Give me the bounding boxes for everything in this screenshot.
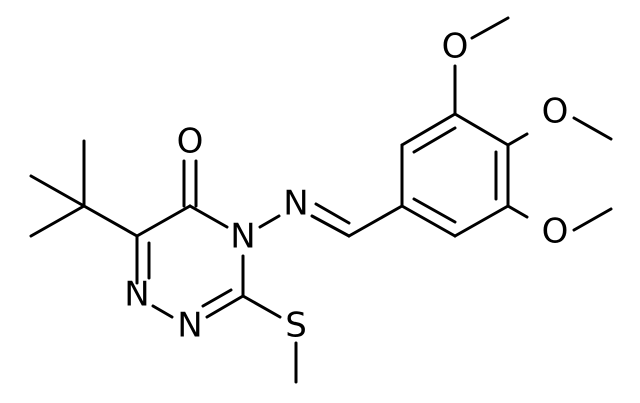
benzene-bond-2-inner bbox=[412, 126, 457, 154]
tbu-bond-ring bbox=[82, 204, 139, 238]
ring-bond-c5-n4 bbox=[188, 204, 229, 229]
benzene-bond-5 bbox=[453, 204, 510, 238]
n-n-bond bbox=[258, 214, 281, 229]
methoxy-mid-methyl bbox=[572, 116, 613, 141]
carbonyl-oxygen-label: O bbox=[177, 122, 204, 162]
ring-bond-c3-n2-b bbox=[201, 288, 233, 308]
benzene-bond-2 bbox=[400, 112, 457, 147]
tbu-bond-left-lower bbox=[29, 204, 86, 238]
ring-bond-n2-n1 bbox=[151, 304, 174, 319]
methoxy-bot-methyl bbox=[572, 207, 613, 232]
imine-linker bbox=[258, 202, 404, 238]
benzene-bond-6 bbox=[400, 204, 457, 238]
tert-butyl-group bbox=[29, 139, 139, 238]
methoxy-mid-bond bbox=[506, 132, 529, 147]
tbu-bond-left-upper bbox=[29, 174, 86, 208]
c3-s-bond bbox=[241, 294, 282, 319]
methoxy-mid-oxygen-label: O bbox=[542, 92, 569, 132]
benzene-bond-6-inner bbox=[412, 197, 457, 224]
methoxy-groups bbox=[453, 16, 613, 232]
triazine-n1-label: N bbox=[124, 275, 149, 315]
atom-labels: O N N N N S O O O bbox=[124, 27, 568, 346]
triazine-n4-label: N bbox=[230, 217, 255, 257]
imine-c-aryl-bond bbox=[347, 204, 404, 238]
benzene-ring bbox=[400, 112, 510, 238]
methylthio-group bbox=[241, 294, 298, 384]
triazine-n2-label: N bbox=[177, 306, 202, 346]
ring-bond-c3-n2-a bbox=[205, 294, 245, 319]
sulfur-label: S bbox=[285, 306, 307, 346]
imine-double-bond-b bbox=[314, 202, 351, 225]
imine-double-bond-a bbox=[310, 214, 351, 238]
methoxy-top-methyl bbox=[470, 16, 510, 40]
methoxy-top-oxygen-label: O bbox=[442, 27, 469, 67]
ring-bond-c6-c5 bbox=[135, 204, 192, 238]
methoxy-bot-bond bbox=[506, 204, 529, 219]
benzene-bond-3 bbox=[453, 112, 510, 147]
methoxy-bot-oxygen-label: O bbox=[542, 212, 569, 252]
triazine-ring bbox=[135, 159, 245, 319]
imine-nitrogen-label: N bbox=[283, 184, 308, 224]
